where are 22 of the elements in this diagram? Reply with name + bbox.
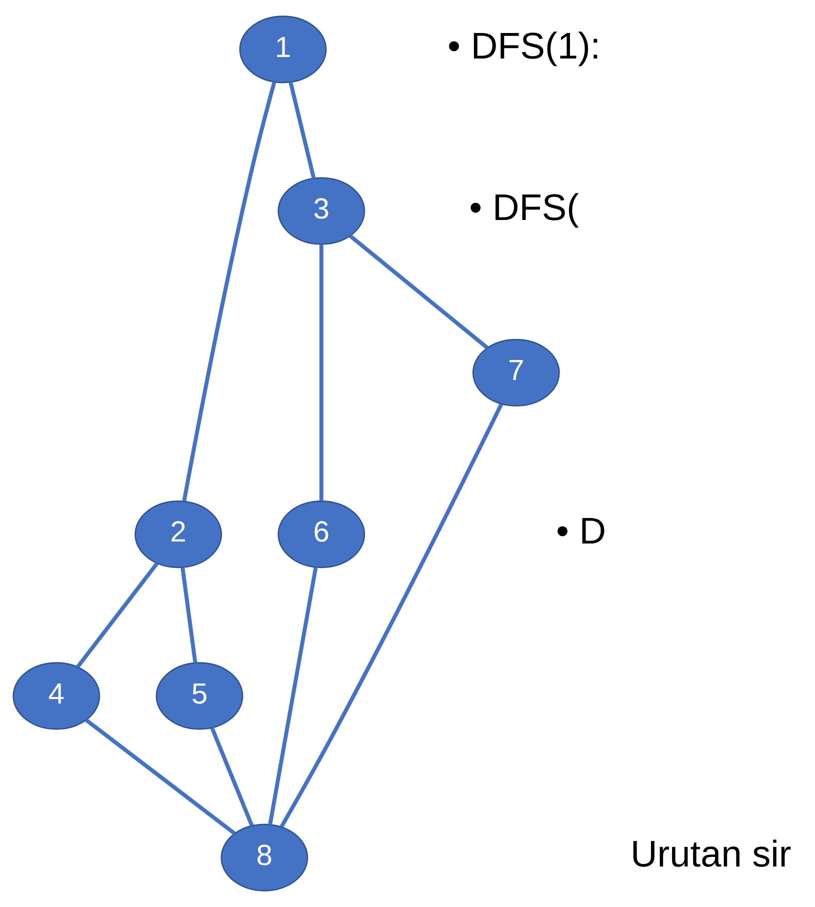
connector bbox=[180, 567, 198, 664]
connector bbox=[85, 718, 236, 836]
node-ellipse: 7 bbox=[472, 338, 560, 406]
label: • DFS(1): bbox=[448, 24, 601, 67]
node-ellipse: 8 bbox=[220, 824, 308, 892]
label: • D bbox=[556, 509, 606, 552]
connector bbox=[210, 727, 254, 826]
node-ellipse: 6 bbox=[278, 500, 366, 568]
node-ellipse: 2 bbox=[134, 500, 222, 568]
node-ellipse: 3 bbox=[278, 177, 366, 245]
connector bbox=[348, 234, 489, 350]
connector bbox=[76, 562, 159, 668]
connector bbox=[288, 82, 316, 179]
node-ellipse: 1 bbox=[239, 16, 327, 84]
connector bbox=[182, 81, 276, 502]
connector bbox=[280, 403, 504, 828]
node-ellipse: 4 bbox=[12, 662, 100, 730]
connector bbox=[319, 244, 324, 501]
connector bbox=[268, 567, 318, 825]
node-ellipse: 5 bbox=[156, 662, 244, 730]
label: Urutan sir bbox=[630, 832, 792, 875]
label: • DFS( bbox=[469, 186, 579, 228]
